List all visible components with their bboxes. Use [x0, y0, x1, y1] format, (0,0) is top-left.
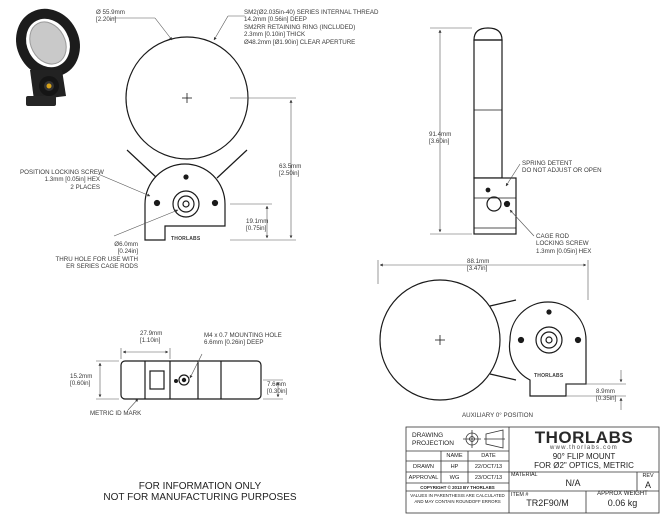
thorlabs-logo: THORLABS	[534, 428, 634, 447]
auxiliary-view	[379, 279, 587, 401]
header-date: DATE	[481, 453, 496, 459]
row-drawn-role: DRAWN	[413, 464, 434, 470]
engraving-top-view: THORLABS	[171, 236, 201, 242]
item-label: ITEM #	[511, 492, 529, 498]
weight-label: APPROX WEIGHT	[597, 491, 648, 497]
copyright-text: COPYRIGHT © 2013 BY THORLABS	[420, 485, 495, 490]
header-name: NAME	[446, 453, 463, 459]
top-height-dim: 63.5mm[2.50in]	[279, 163, 302, 178]
projection-symbol-icon	[463, 429, 505, 449]
row-approval-name: WG	[449, 475, 460, 481]
rev-label: REV	[642, 473, 654, 479]
aux-offset-dim: 8.9mm[0.35in]	[596, 388, 617, 403]
website-url: www.thorlabs.com	[550, 445, 618, 451]
top-offset-dim: 19.1mm[0.75in]	[246, 218, 269, 233]
material-label: MATERIAL	[511, 472, 538, 478]
bottom-depth-dim: 7.6mm[0.30in]	[267, 381, 288, 396]
product-thumbnail	[16, 8, 80, 106]
bottom-view	[120, 360, 262, 400]
material-value: N/A	[565, 478, 581, 488]
weight-value: 0.06 kg	[607, 498, 638, 508]
bottom-height-dim: 15.2mm[0.60in]	[70, 373, 93, 388]
row-approval-role: APPROVAL	[408, 475, 439, 481]
engraving-aux-view: THORLABS	[534, 373, 564, 379]
top-diameter-dim: Ø 55.9mm[2.20in]	[96, 9, 125, 24]
footer-note-line-1: FOR INFORMATION ONLY	[138, 481, 262, 492]
cage-rod-note: CAGE ROD LOCKING SCREW 1.3mm [0.05in] HE…	[536, 233, 592, 255]
item-value: TR2F90/M	[526, 498, 569, 508]
thru-hole-note: Ø6.0mm [0.24in] THRU HOLE FOR USE WITH E…	[55, 241, 138, 271]
aux-width-dim: 88.1mm[3.47in]	[467, 258, 490, 273]
metric-id-mark-label: METRIC ID MARK	[90, 410, 142, 417]
row-approval-date: 23/OCT/13	[474, 475, 503, 481]
footer-note-line-2: NOT FOR MANUFACTURING PURPOSES	[103, 492, 297, 503]
top-view	[125, 36, 249, 241]
row-drawn-name: HP	[450, 464, 459, 470]
locking-screw-note: POSITION LOCKING SCREW 1.3mm [0.05in] HE…	[20, 169, 104, 191]
bottom-width-dim: 27.9mm[1.10in]	[140, 330, 163, 345]
title-block-frame	[405, 426, 660, 514]
aux-view-caption: AUXILIARY 0° POSITION	[462, 412, 534, 419]
side-view	[473, 27, 517, 235]
rev-value: A	[644, 480, 651, 490]
side-height-dim: 91.4mm[3.60in]	[429, 131, 452, 146]
row-drawn-date: 22/OCT/13	[474, 464, 503, 470]
thread-note: SM2(Ø2.035in-40) SERIES INTERNAL THREAD …	[244, 9, 379, 46]
